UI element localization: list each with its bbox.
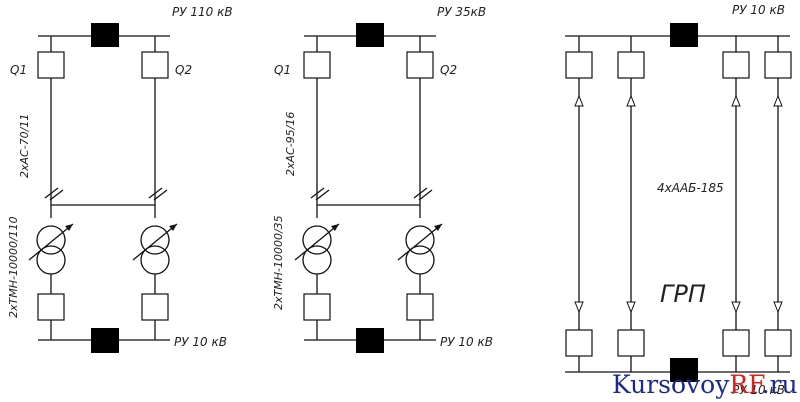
line-label: 2хАС-95/16 xyxy=(284,112,297,176)
feeder-2 xyxy=(617,36,645,372)
watermark-part-accent: RF xyxy=(729,370,765,399)
watermark-part-main: Kursovoy xyxy=(612,370,730,399)
breaker-q2 xyxy=(141,51,169,79)
arrow-down-icon xyxy=(574,301,584,313)
bus-block-top xyxy=(356,23,384,47)
tick-mark xyxy=(310,187,325,199)
bus-top-label: РУ 110 кВ xyxy=(172,5,233,19)
bus-bottom-label: РУ 10 кВ xyxy=(732,383,785,397)
feeder-1 xyxy=(565,36,593,372)
transformer-label: 2хТМН-10000/110 xyxy=(7,216,20,318)
arrow-up-icon xyxy=(773,95,783,107)
substation-label: ГРП xyxy=(660,280,706,308)
arrow-up-icon xyxy=(626,95,636,107)
arrow-up-icon xyxy=(574,95,584,107)
bus-bottom-label: РУ 10 кВ xyxy=(440,335,493,349)
breaker-top xyxy=(722,51,750,79)
breaker-q2 xyxy=(406,51,434,79)
breaker-lower-left xyxy=(37,293,65,321)
tick-mark xyxy=(413,187,428,199)
watermark-text: KursovoyRF.ru xyxy=(612,370,798,399)
transformer-label: 2хТМН-10000/35 xyxy=(272,215,285,310)
bus-block-bottom xyxy=(670,358,698,382)
breaker-q1-label: Q1 xyxy=(274,63,291,77)
breaker-lower-left xyxy=(303,293,331,321)
breaker-top xyxy=(617,51,645,79)
arrow-down-icon xyxy=(773,301,783,313)
breaker-top xyxy=(565,51,593,79)
cable-label: 4хААБ-185 xyxy=(657,181,724,195)
transformer-right xyxy=(397,223,443,275)
tick-mark xyxy=(148,187,163,199)
transformer-left xyxy=(294,223,340,275)
breaker-q2-label: Q2 xyxy=(175,63,192,77)
breaker-bottom xyxy=(565,329,593,357)
bus-top-label: РУ 10 кВ xyxy=(732,3,785,17)
tick-mark xyxy=(315,189,330,201)
bus-block-top xyxy=(91,23,119,47)
transformer-right xyxy=(132,223,178,275)
feeder-3 xyxy=(722,36,750,372)
line-label: 2хАС-70/11 xyxy=(18,114,31,178)
watermark: KursovoyRF.ru xyxy=(612,370,798,399)
diagram-35kv: РУ 35кВ Q1 Q2 2хАС-95/16 2хТМН-10000/35 … xyxy=(272,5,493,353)
breaker-top xyxy=(764,51,792,79)
breaker-q2-label: Q2 xyxy=(440,63,457,77)
arrow-up-icon xyxy=(731,95,741,107)
feeder-4 xyxy=(764,36,792,372)
tick-mark xyxy=(44,187,59,199)
bus-block-bottom xyxy=(91,328,119,353)
bus-bottom-label: РУ 10 кВ xyxy=(174,335,227,349)
bus-block-bottom xyxy=(356,328,384,353)
breaker-bottom xyxy=(617,329,645,357)
transformer-left xyxy=(28,223,74,275)
arrow-down-icon xyxy=(626,301,636,313)
bus-block-top xyxy=(670,23,698,47)
tick-mark xyxy=(49,189,64,201)
bus-top-label: РУ 35кВ xyxy=(437,5,486,19)
breaker-lower-right xyxy=(141,293,169,321)
watermark-part-domain: .ru xyxy=(762,370,798,399)
diagram-110kv: РУ 110 кВ Q1 Q2 2хАС-70/11 2хТМН-10000/1… xyxy=(7,5,233,353)
breaker-bottom xyxy=(722,329,750,357)
breaker-lower-right xyxy=(406,293,434,321)
breaker-q1-label: Q1 xyxy=(10,63,27,77)
tick-mark xyxy=(153,189,168,201)
tick-mark xyxy=(418,189,433,201)
breaker-bottom xyxy=(764,329,792,357)
arrow-down-icon xyxy=(731,301,741,313)
diagram-grp: РУ 10 кВ xyxy=(565,3,792,397)
breaker-q1 xyxy=(303,51,331,79)
breaker-q1 xyxy=(37,51,65,79)
